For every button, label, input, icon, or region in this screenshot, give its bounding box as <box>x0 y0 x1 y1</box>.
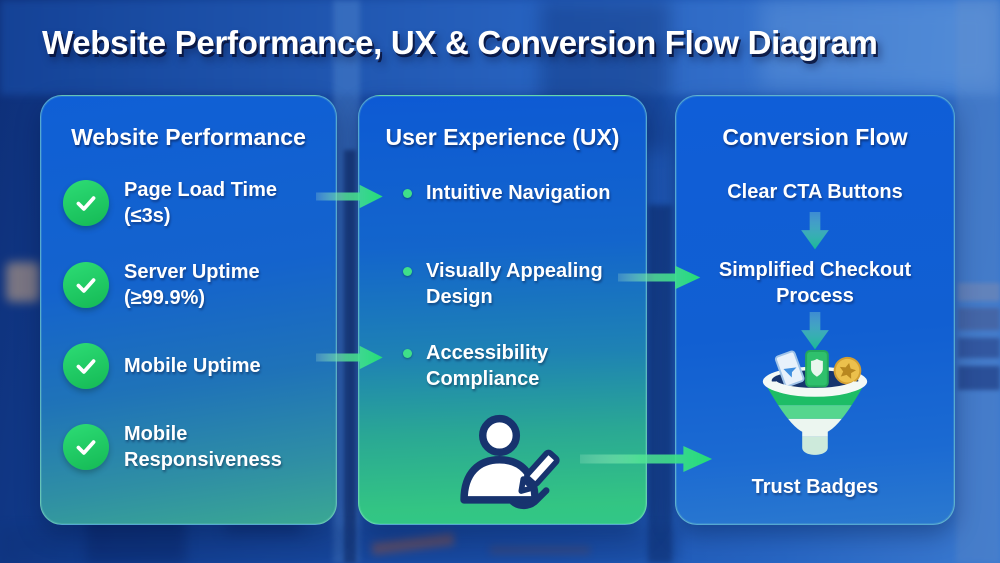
list-item-intuitive-navigation: Intuitive Navigation <box>403 180 610 206</box>
list-item-label: Mobile Responsiveness <box>124 423 282 471</box>
arrow-right-icon <box>618 264 702 291</box>
panel-heading-performance: Website Performance <box>71 124 306 150</box>
page-title: Website Performance, UX & Conversion Flo… <box>42 24 878 61</box>
panel-conversion-flow: Conversion Flow Clear CTA Buttons Simpli… <box>675 95 955 525</box>
list-item-label: Server Uptime (≥99.9%) <box>124 261 260 309</box>
list-item-mobile-uptime: Mobile Uptime <box>63 343 261 389</box>
flow-step-simplified-checkout: Simplified Checkout Process <box>718 259 912 307</box>
arrow-right-icon <box>316 344 384 371</box>
flow-step-clear-cta-buttons: Clear CTA Buttons <box>727 181 903 203</box>
list-item-label: Page Load Time (≤3s) <box>124 179 278 227</box>
list-item-page-load-time: Page Load Time (≤3s) <box>63 177 277 229</box>
panel-user-experience: User Experience (UX) Intuitive Navigatio… <box>358 95 647 525</box>
arrow-down-icon <box>799 212 831 250</box>
arrow-down-icon <box>799 312 831 350</box>
check-icon <box>63 343 109 389</box>
arrow-right-icon <box>580 444 714 474</box>
bullet-dot <box>403 349 412 358</box>
arrow-right-icon <box>316 183 384 210</box>
conversion-funnel-icon <box>751 349 879 465</box>
list-item-mobile-responsiveness: Mobile Responsiveness <box>63 421 282 473</box>
list-item-server-uptime: Server Uptime (≥99.9%) <box>63 259 260 311</box>
bullet-dot <box>403 189 412 198</box>
list-item-visually-appealing-design: Visually Appealing Design <box>403 258 626 310</box>
check-icon <box>63 180 109 226</box>
panel-heading-conversion: Conversion Flow <box>722 124 908 150</box>
list-item-label: Mobile Uptime <box>124 355 261 377</box>
person-writing-icon <box>451 414 563 512</box>
check-icon <box>63 424 109 470</box>
panel-heading-ux: User Experience (UX) <box>385 124 620 150</box>
flow-step-trust-badges: Trust Badges <box>751 476 879 498</box>
panel-website-performance: Website Performance Page Load Time (≤3s)… <box>40 95 337 525</box>
list-item-accessibility-compliance: Accessibility Compliance <box>403 340 626 392</box>
bullet-dot <box>403 267 412 276</box>
check-icon <box>63 262 109 308</box>
